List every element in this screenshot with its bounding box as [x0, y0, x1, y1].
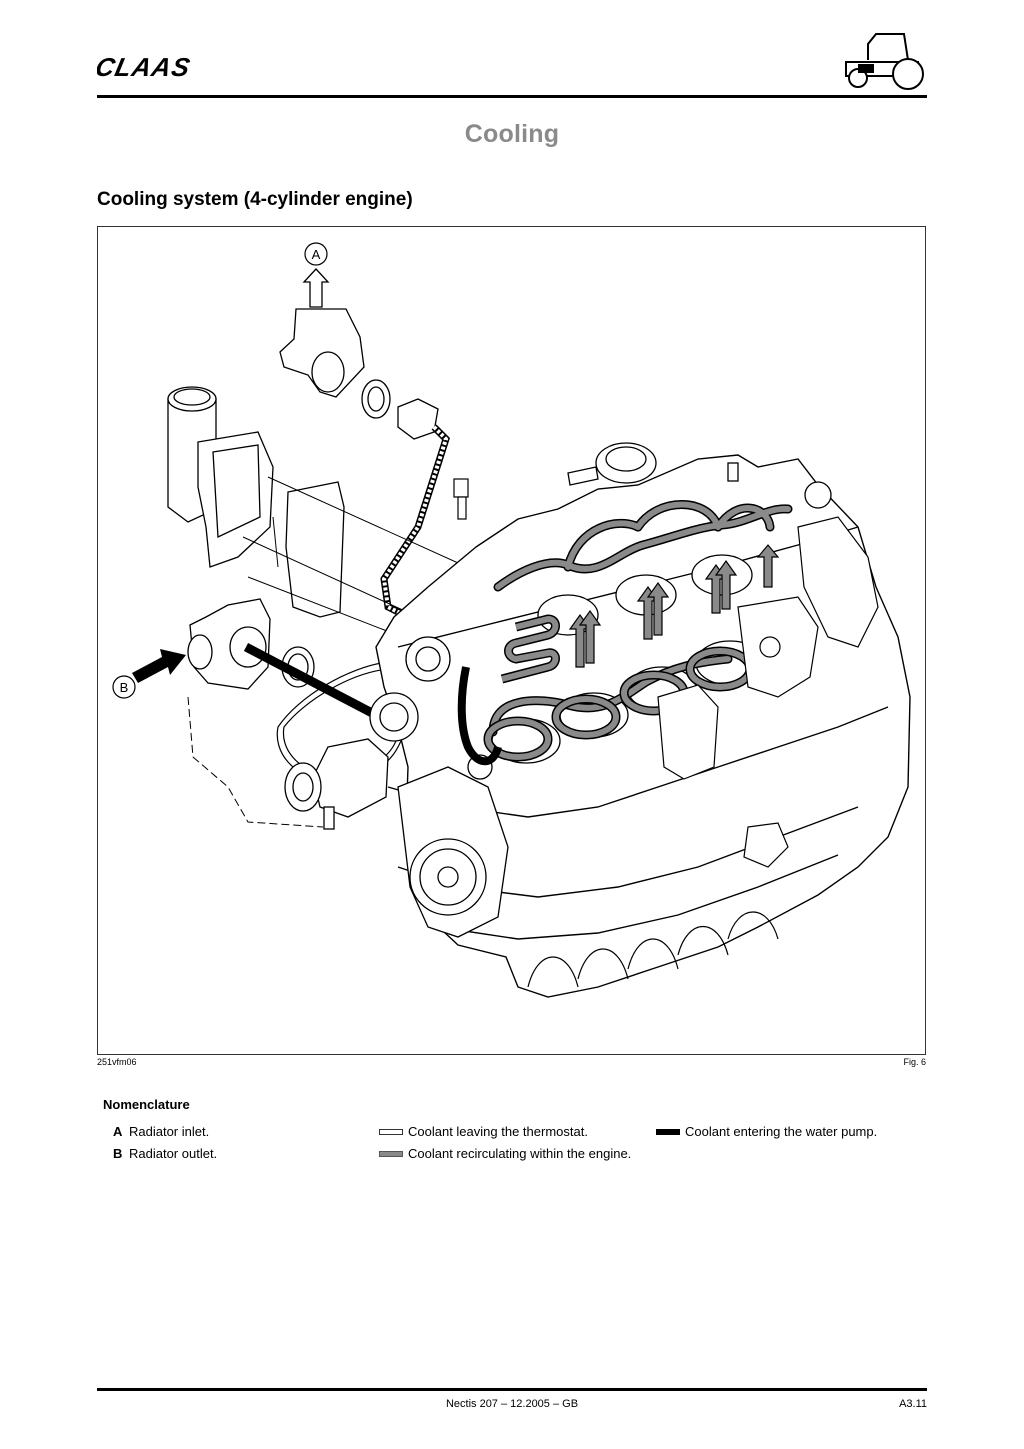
nomenclature-title: Nomenclature — [103, 1097, 190, 1112]
black-swatch-icon — [656, 1128, 680, 1135]
claas-logo: CLAAS — [97, 52, 193, 82]
nomenclature-item-a: A Radiator inlet. — [113, 1124, 209, 1139]
thermostat-housing — [279, 268, 439, 440]
callout-a: A — [304, 242, 328, 266]
water-pump — [284, 738, 389, 830]
legend-text: Coolant entering the water pump. — [685, 1124, 878, 1139]
item-text: Radiator outlet. — [129, 1146, 218, 1161]
engine-illustration: A B — [112, 242, 911, 998]
legend-recirculating: Coolant recirculating within the engine. — [379, 1146, 631, 1161]
engine-cooling-figure: A B — [97, 226, 926, 1055]
nomenclature-item-b: B Radiator outlet. — [113, 1146, 217, 1161]
callout-b: B — [112, 675, 136, 699]
item-key: B — [113, 1146, 123, 1161]
serpentine-flow — [500, 614, 560, 684]
white-swatch-icon — [379, 1128, 403, 1135]
legend-text: Coolant recirculating within the engine. — [408, 1146, 632, 1161]
water-pump-housing — [187, 598, 315, 690]
header-rule — [97, 95, 927, 98]
document-reference: Nectis 207 – 12.2005 – GB — [445, 1398, 579, 1410]
brand-wordmark: CLAAS — [97, 52, 193, 82]
engine-block — [375, 454, 911, 998]
grey-swatch-icon — [379, 1150, 403, 1157]
upflow-arrows — [568, 544, 780, 668]
callout-b-label: B — [120, 680, 129, 695]
legend-text: Coolant leaving the thermostat. — [408, 1124, 588, 1139]
item-text: Radiator inlet. — [129, 1124, 210, 1139]
item-key: A — [113, 1124, 123, 1139]
legend-entering-pump: Coolant entering the water pump. — [656, 1124, 877, 1139]
footer-rule — [97, 1388, 927, 1391]
callout-a-label: A — [312, 247, 321, 262]
page-number: A3.11 — [899, 1398, 927, 1410]
oil-filter-assembly — [167, 386, 345, 618]
legend-leaving-thermostat: Coolant leaving the thermostat. — [379, 1124, 588, 1139]
page-title: Cooling — [464, 120, 560, 148]
section-title: Cooling system (4-cylinder engine) — [97, 189, 413, 210]
tractor-icon — [845, 33, 924, 90]
injection-pump — [657, 516, 879, 868]
front-pulley — [369, 636, 509, 938]
figure-number: Fig. 6 — [903, 1057, 926, 1067]
figure-code: 251vfm06 — [97, 1057, 137, 1067]
